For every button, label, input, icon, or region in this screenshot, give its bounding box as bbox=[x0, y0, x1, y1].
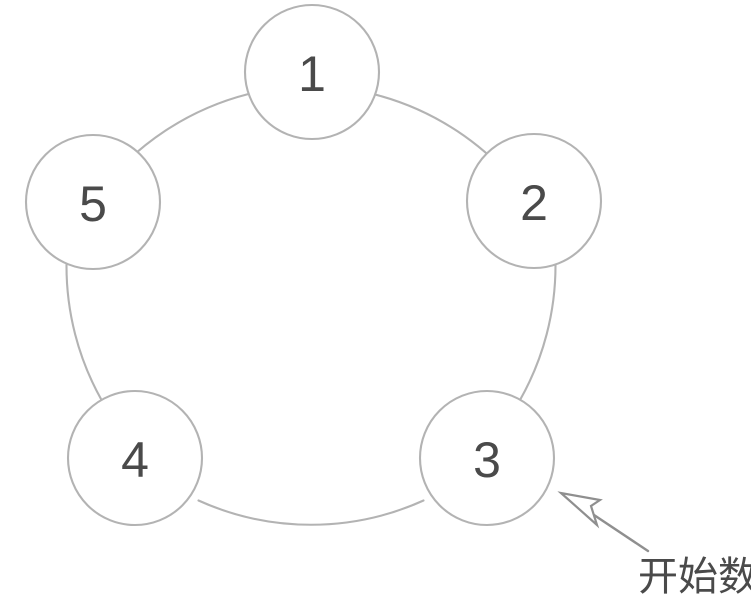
node-3[interactable]: 3 bbox=[418, 389, 556, 527]
node-group: 1 2 3 4 5 bbox=[24, 3, 603, 527]
node-4-circle[interactable] bbox=[66, 389, 204, 527]
node-1[interactable]: 1 bbox=[243, 3, 381, 141]
start-annotation: 开始数 bbox=[557, 491, 751, 600]
node-4-label: 4 bbox=[121, 432, 149, 488]
node-5[interactable]: 5 bbox=[24, 133, 162, 271]
arrow-shaft bbox=[586, 509, 650, 553]
node-3-circle[interactable] bbox=[418, 389, 556, 527]
node-1-circle[interactable] bbox=[243, 3, 381, 141]
node-1-label: 1 bbox=[298, 46, 326, 102]
node-4[interactable]: 4 bbox=[66, 389, 204, 527]
node-5-circle[interactable] bbox=[24, 133, 162, 271]
node-2-label: 2 bbox=[520, 175, 548, 231]
edge-4-5 bbox=[65, 263, 103, 401]
arrow-head-icon bbox=[557, 491, 603, 529]
node-2-circle[interactable] bbox=[465, 132, 603, 270]
start-annotation-label: 开始数 bbox=[638, 554, 751, 600]
node-3-label: 3 bbox=[473, 432, 501, 488]
edge-3-4 bbox=[197, 499, 425, 526]
node-5-label: 5 bbox=[79, 176, 107, 232]
edge-2-3 bbox=[518, 262, 557, 402]
node-2[interactable]: 2 bbox=[465, 132, 603, 270]
